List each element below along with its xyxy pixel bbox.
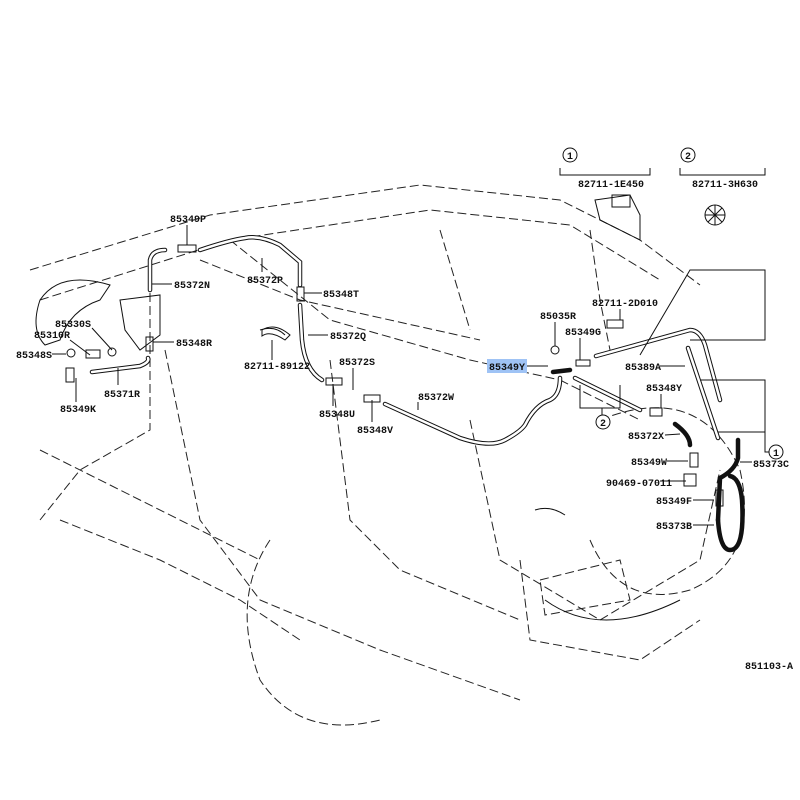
vehicle-outline [29, 184, 745, 726]
part-label[interactable]: 85349K [60, 405, 96, 416]
part-label[interactable]: 85389A [625, 363, 661, 374]
part-label[interactable]: 85372W [418, 393, 454, 404]
callout-2-top: 2 [680, 147, 696, 163]
part-label[interactable]: 85373C [753, 460, 789, 471]
part-label[interactable]: 85349F [656, 497, 692, 508]
part-label[interactable]: 85348Y [646, 384, 682, 395]
legend-part-1[interactable]: 82711-1E450 [578, 180, 644, 191]
svg-text:1: 1 [567, 152, 573, 163]
part-label[interactable]: 85035R [540, 312, 576, 323]
callout-1-top: 1 [562, 147, 578, 163]
svg-text:2: 2 [600, 419, 606, 430]
part-label[interactable]: 85372P [247, 276, 283, 287]
part-label[interactable]: 85348V [357, 426, 393, 437]
diagram-code: 851103-A [745, 662, 793, 673]
legend-part-2[interactable]: 82711-3H630 [692, 180, 758, 191]
part-label[interactable]: 85348T [323, 290, 359, 301]
part-label[interactable]: 85349G [565, 328, 601, 339]
part-label[interactable]: 90469-07011 [606, 479, 672, 490]
part-label[interactable]: 85348S [16, 351, 52, 362]
part-label[interactable]: 82711-2D010 [592, 299, 658, 310]
part-label[interactable]: 82711-89122 [244, 362, 310, 373]
part-label[interactable]: 85372N [174, 281, 210, 292]
callout-2-mid: 2 [595, 414, 611, 430]
selected-part-highlight [487, 359, 527, 373]
svg-text:1: 1 [773, 449, 779, 460]
part-label[interactable]: 85372S [339, 358, 375, 369]
part-label[interactable]: 85330S [55, 320, 91, 331]
washer-hoses [89, 235, 745, 553]
part-label-selected[interactable]: 85349Y [489, 363, 525, 374]
part-label[interactable]: 85371R [104, 390, 140, 401]
part-label[interactable]: 85348U [319, 410, 355, 421]
part-label[interactable]: 85372Q [330, 332, 366, 343]
part-labels: 85349P 85372N 85372P 85348T 85330S 85310… [16, 215, 789, 533]
part-label[interactable]: 85348R [176, 339, 212, 350]
part-label[interactable]: 85310R [34, 331, 70, 342]
part-label[interactable]: 85373B [656, 522, 692, 533]
leader-lines [52, 168, 769, 526]
part-label[interactable]: 85349P [170, 215, 206, 226]
callout-1-right: 1 [768, 444, 784, 460]
legend-illustrations [594, 194, 726, 241]
part-label[interactable]: 85372X [628, 432, 664, 443]
part-label[interactable]: 85349W [631, 458, 667, 469]
svg-text:2: 2 [685, 152, 691, 163]
